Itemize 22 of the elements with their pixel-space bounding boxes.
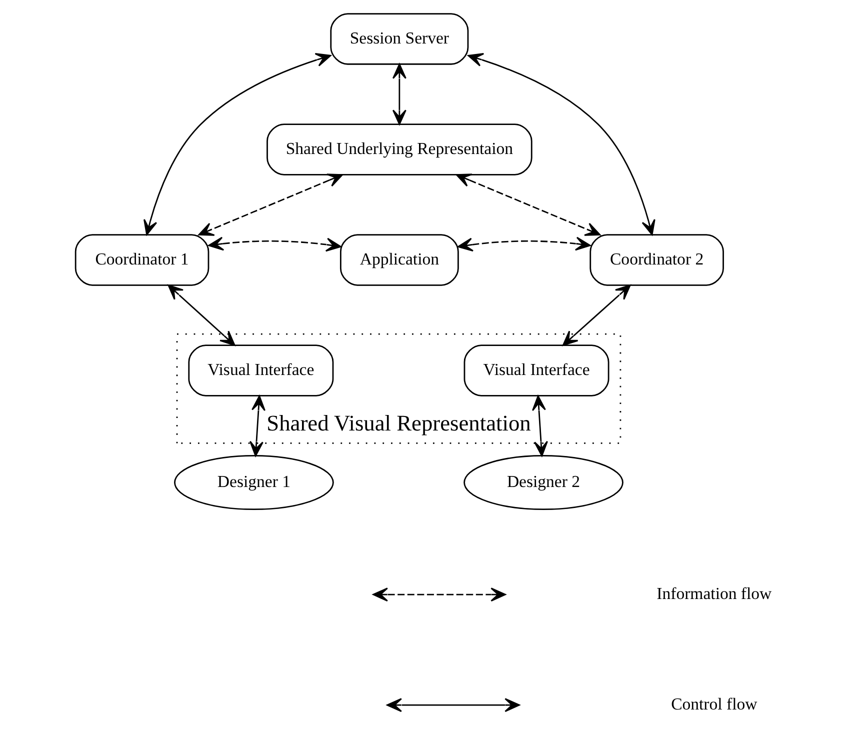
node-box: Coordinator 1: [74, 234, 210, 286]
arrow: [208, 236, 342, 252]
arrow: [392, 64, 406, 125]
node-box: Session Server: [330, 13, 469, 65]
arrow: [562, 284, 631, 346]
node-box: Visual Interface: [464, 344, 610, 396]
legend-label: Control flow: [671, 694, 758, 714]
arrow: [532, 395, 548, 456]
arrow: [249, 395, 266, 456]
node-box: Coordinator 2: [590, 234, 724, 286]
arrow: [458, 236, 591, 252]
legend-label: Information flow: [656, 584, 772, 603]
node-ellipse: Designer 1: [174, 454, 334, 510]
arrow: [198, 174, 343, 236]
node-box: Visual Interface: [188, 344, 334, 396]
arrow: [144, 53, 332, 236]
node-box: Shared Underlying Representaion: [266, 124, 532, 176]
node-ellipse: Designer 2: [464, 454, 624, 510]
arrow: [468, 53, 656, 236]
arrow: [456, 174, 601, 236]
node-box: Application: [340, 234, 459, 286]
arrow: [168, 284, 236, 346]
